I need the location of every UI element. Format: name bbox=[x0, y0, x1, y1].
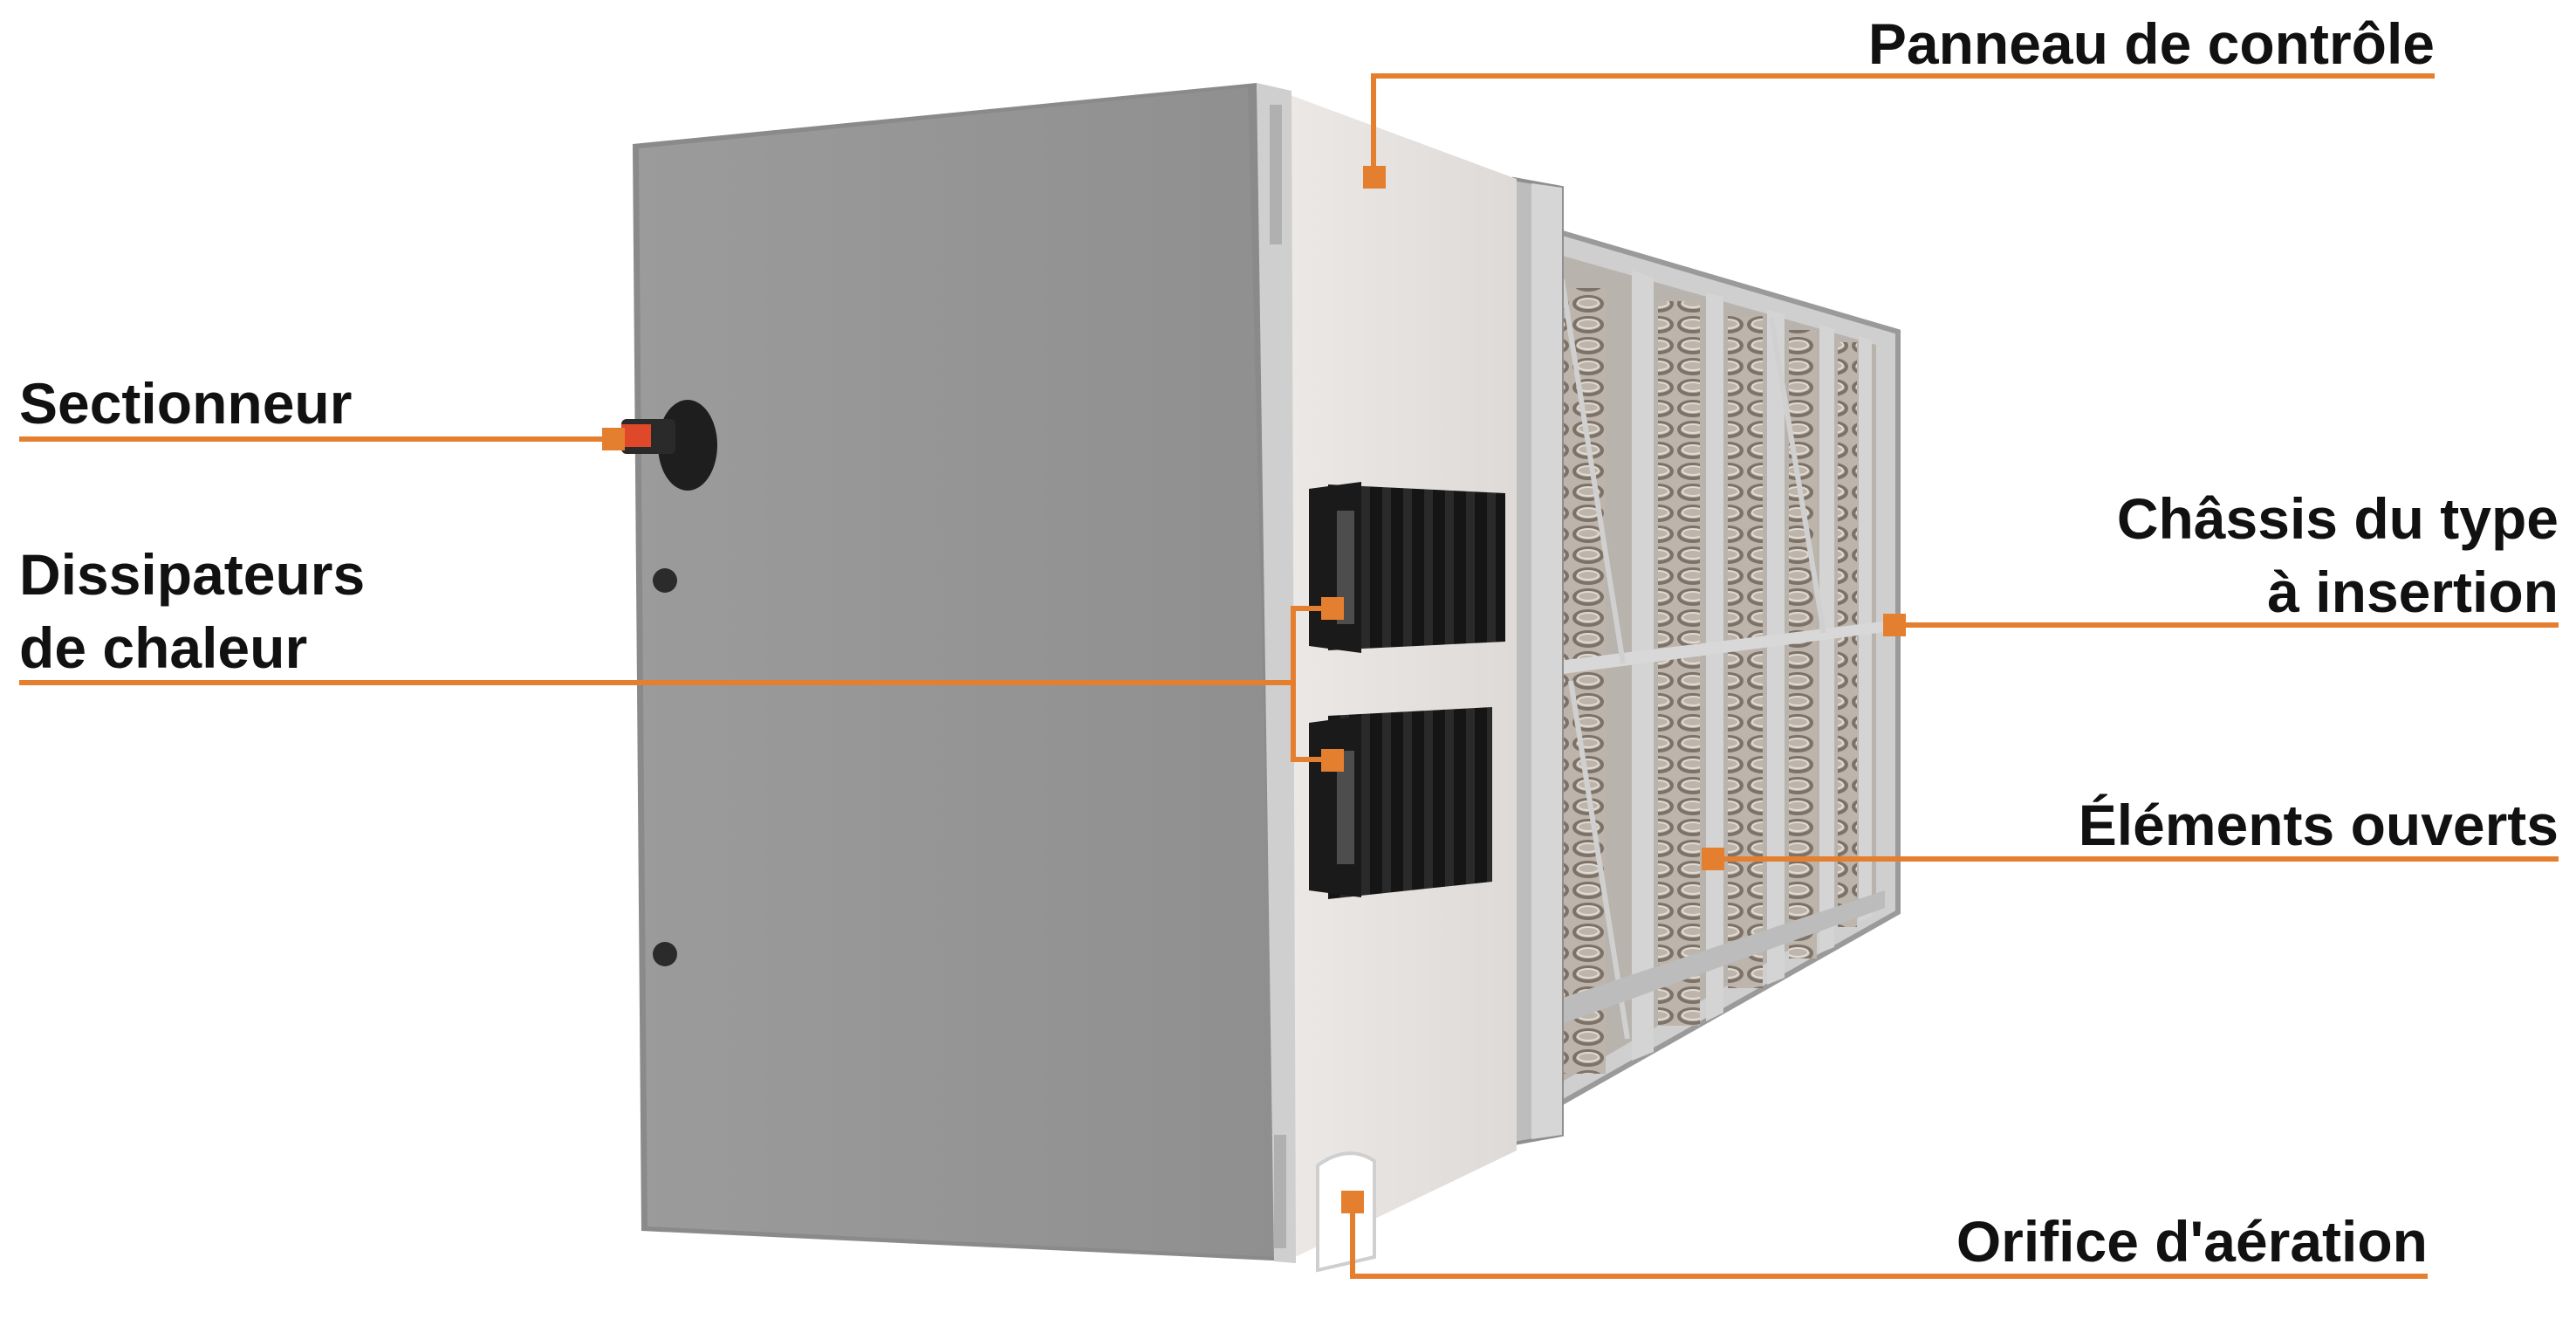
control-panel-side bbox=[1274, 89, 1517, 1261]
callout-markers bbox=[602, 166, 1906, 1213]
label-heat-sinks-line2: de chaleur bbox=[19, 615, 308, 680]
callout-control-panel bbox=[1371, 73, 2435, 177]
label-frame-line2: à insertion bbox=[2267, 560, 2559, 624]
heat-sink-top bbox=[1309, 482, 1505, 653]
lock-icon bbox=[653, 568, 677, 593]
heat-sink-bottom bbox=[1309, 707, 1492, 899]
label-disconnect: Sectionneur bbox=[19, 371, 353, 436]
disconnect-switch[interactable] bbox=[621, 400, 717, 491]
label-vent: Orifice d'aération bbox=[1956, 1209, 2428, 1274]
lock-icon bbox=[653, 942, 677, 966]
label-control-panel: Panneau de contrôle bbox=[1867, 11, 2435, 76]
mounting-flange bbox=[1512, 176, 1564, 1146]
callout-heat-sinks bbox=[19, 606, 1333, 762]
cabinet-enclosure bbox=[633, 83, 1296, 1263]
label-frame-line1: Châssis du type bbox=[2116, 486, 2559, 551]
callout-vent bbox=[1350, 1202, 2428, 1279]
open-coil-frame bbox=[1533, 221, 1901, 1123]
callout-lines bbox=[19, 73, 2559, 1279]
label-open-elements: Éléments ouverts bbox=[2078, 793, 2559, 857]
label-heat-sinks-line1: Dissipateurs bbox=[19, 542, 366, 607]
